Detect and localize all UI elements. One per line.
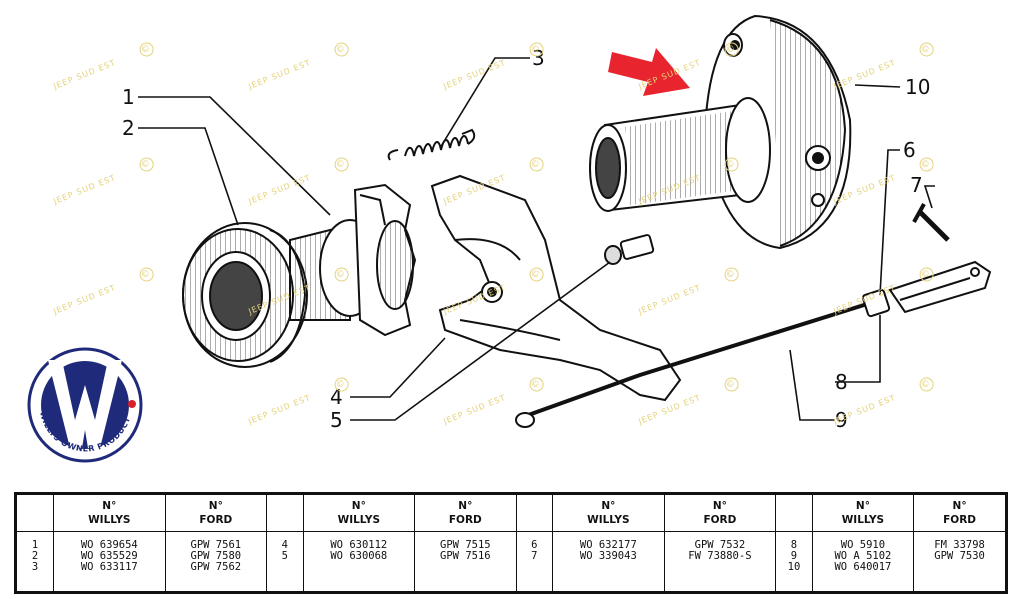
callout-2: 2 bbox=[122, 116, 135, 140]
exploded-diagram: WILLYS OWNER PRODUCT 1 2 3 4 5 6 7 8 9 1… bbox=[27, 14, 992, 463]
header-num-blank bbox=[515, 495, 553, 532]
header-ford: N°FORD bbox=[164, 495, 267, 532]
release-rod bbox=[515, 260, 992, 428]
parts-drawing: WILLYS OWNER PRODUCT bbox=[27, 14, 992, 463]
leader-lines bbox=[138, 57, 935, 421]
callout-9: 9 bbox=[835, 408, 848, 432]
bearing-sleeve bbox=[589, 14, 852, 250]
header-ford: N°FORD bbox=[414, 495, 517, 532]
callout-3: 3 bbox=[532, 46, 545, 70]
callout-4: 4 bbox=[330, 385, 343, 409]
willys-logo: WILLYS OWNER PRODUCT bbox=[27, 347, 143, 463]
header-willys: N°WILLYS bbox=[811, 495, 914, 532]
header-willys: N°WILLYS bbox=[302, 495, 415, 532]
release-fork bbox=[430, 174, 682, 402]
callout-1: 1 bbox=[122, 85, 135, 109]
return-spring bbox=[387, 128, 476, 161]
header-willys: N°WILLYS bbox=[53, 495, 166, 532]
callout-7: 7 bbox=[910, 173, 923, 197]
header-num-blank bbox=[266, 495, 304, 532]
callout-10: 10 bbox=[905, 75, 931, 99]
callout-8: 8 bbox=[835, 370, 848, 394]
header-willys: N°WILLYS bbox=[552, 495, 665, 532]
header-num-blank bbox=[775, 495, 813, 532]
header-ford: N°FORD bbox=[663, 495, 776, 532]
table-header-row: N°WILLYS N°FORD N°WILLYS N°FORD N°WILLYS… bbox=[17, 495, 1005, 532]
callout-5: 5 bbox=[330, 408, 343, 432]
header-ford: N°FORD bbox=[913, 495, 1005, 532]
clevis-pin bbox=[912, 203, 950, 242]
callout-6: 6 bbox=[903, 138, 916, 162]
parts-table: N°WILLYS N°FORD N°WILLYS N°FORD N°WILLYS… bbox=[14, 492, 1008, 594]
bearing-carrier bbox=[289, 183, 417, 337]
header-num-blank bbox=[17, 495, 54, 532]
red-arrow bbox=[608, 48, 690, 96]
grease-fitting bbox=[604, 234, 655, 265]
